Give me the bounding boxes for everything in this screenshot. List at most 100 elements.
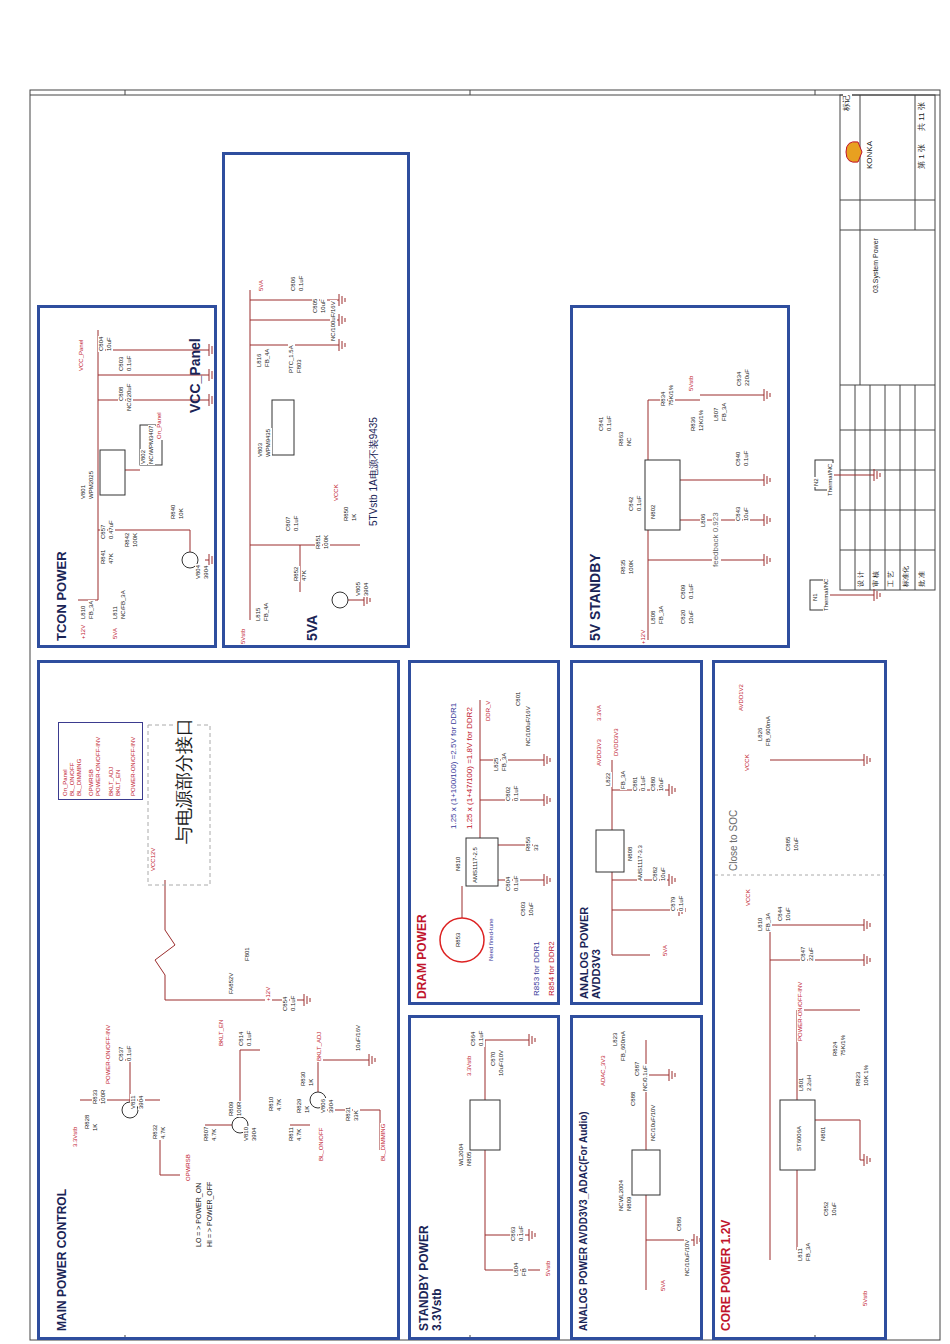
- part-label: +12V: [80, 624, 87, 640]
- part-label: 10uF: [743, 506, 750, 522]
- part-label: N808: [627, 846, 634, 862]
- part-label: 0.1uF: [290, 995, 297, 1012]
- part-label: C881: [632, 776, 639, 792]
- part-label: C806: [290, 276, 297, 292]
- part-label: 3904: [251, 1127, 258, 1142]
- part-label: R842: [124, 532, 131, 548]
- part-label: FB_600mA: [620, 1030, 627, 1062]
- part-label: V811: [130, 1094, 137, 1110]
- part-label: DDR_V: [485, 700, 492, 722]
- part-label: 与电源部分接口: [175, 717, 195, 845]
- part-label: C803: [520, 901, 527, 917]
- tune-callout-circle: [440, 918, 484, 962]
- part-label: 10uF: [785, 906, 792, 922]
- part-label: L806: [700, 513, 707, 528]
- part-label: V801: [80, 484, 87, 500]
- part-label: R823: [855, 1071, 862, 1087]
- part-label: Thermal/NC: [823, 578, 830, 612]
- part-label: C814: [238, 1031, 245, 1047]
- part-label: C842: [628, 496, 635, 512]
- part-label: C807: [285, 516, 292, 532]
- part-label: FA852V: [228, 972, 235, 995]
- part-label: V806: [320, 1098, 327, 1114]
- part-label: FB_3A: [620, 770, 627, 790]
- part-label: AVDD1V2: [738, 683, 745, 712]
- ground-symbols: [205, 294, 880, 1246]
- part-label: 5VA: [258, 279, 265, 292]
- part-label: L826: [757, 727, 764, 742]
- part-label: VCCK: [744, 753, 751, 772]
- part-label: 75K/1%: [840, 1034, 847, 1057]
- part-label: L816: [256, 353, 263, 368]
- part-label: DVDD3V3: [613, 727, 620, 757]
- circuit-block: ANALOG POWER AVDD3V3: [570, 660, 703, 1005]
- part-label: 4.7K: [211, 1128, 218, 1142]
- part-label: FB_3A: [501, 752, 508, 772]
- block-title: TCON POWER: [55, 550, 69, 642]
- part-label: FB: [521, 1267, 528, 1277]
- part-label: 33: [533, 843, 540, 852]
- part-label: 批 准: [918, 570, 926, 588]
- part-label: 47K: [301, 569, 308, 582]
- part-label: 标准化: [902, 565, 910, 588]
- part-label: N810: [455, 856, 462, 872]
- part-label: 0.1uF: [636, 495, 643, 512]
- part-label: 5VA: [662, 944, 669, 957]
- part-label: OPWRSB: [185, 1153, 192, 1182]
- part-label: R809: [228, 1101, 235, 1117]
- part-label: 10uF: [528, 901, 535, 917]
- part-label: 3.3Vstb: [72, 1126, 79, 1148]
- part-label: 5VA: [660, 1279, 667, 1292]
- part-label: V805: [355, 581, 362, 597]
- signal-name: BKLT_EN: [115, 768, 122, 796]
- part-label: 0.1uF: [513, 875, 520, 892]
- part-label: R834: [660, 391, 667, 407]
- circuit-block: 5VA5TVstb 1A电源不装9435: [222, 152, 410, 648]
- part-label: V810: [243, 1126, 250, 1142]
- part-label: L804: [513, 1262, 520, 1277]
- part-label: C841: [598, 416, 605, 432]
- part-label: C834: [736, 371, 743, 387]
- part-label: 0.1uF: [688, 583, 695, 600]
- part-label: C808: [118, 386, 125, 402]
- part-label: C843: [735, 506, 742, 522]
- part-label: 审 核: [872, 570, 880, 588]
- part-label: L811: [797, 1247, 804, 1262]
- part-label: C863: [510, 1226, 517, 1242]
- signal-name: BKLT_ADJ: [108, 765, 115, 796]
- part-label: C880: [650, 776, 657, 792]
- signal-name: VCC_Panel: [188, 337, 203, 414]
- part-label: L808: [650, 610, 657, 625]
- signal-name: BL_DIMMING: [76, 757, 83, 796]
- part-label: N805: [466, 1151, 473, 1167]
- part-label: V802: [140, 449, 147, 465]
- part-label: 1K: [304, 1105, 311, 1114]
- part-label: C809: [680, 584, 687, 600]
- part-label: 共 11 张: [918, 101, 927, 132]
- part-label: C805: [312, 298, 319, 314]
- part-label: 0.1uF: [640, 775, 647, 792]
- part-label: R856: [525, 836, 532, 852]
- part-label: L823: [612, 1032, 619, 1047]
- part-label: 100K: [628, 559, 635, 575]
- part-label: NC/FB_3A: [120, 589, 127, 620]
- part-label: N809: [626, 1196, 633, 1212]
- block-title: CORE POWER 1.2V: [720, 1219, 733, 1332]
- block-title: MAIN POWER CONTROL: [56, 1188, 69, 1332]
- part-label: 工 艺: [887, 570, 895, 588]
- part-label: R850: [343, 506, 350, 522]
- part-label: C864: [470, 1031, 477, 1047]
- part-label: 47K: [108, 552, 115, 565]
- part-label: WPM2025: [88, 470, 95, 500]
- part-label: AMS1117-2.5: [472, 846, 479, 884]
- part-label: feedback 0.923: [712, 511, 721, 568]
- part-label: FB_3A: [658, 605, 665, 625]
- part-label: FB_600mA: [765, 715, 772, 747]
- part-label: Close to SOC: [728, 809, 739, 872]
- signal-name: On_Panel: [62, 768, 69, 797]
- part-label: L810: [80, 605, 87, 620]
- part-label: NC/100uF/16V: [330, 300, 337, 342]
- part-label: VCCK: [745, 888, 752, 907]
- part-label: 3904: [138, 1095, 145, 1110]
- circuit-block: MAIN POWER CONTROLOn_PanelBL_ON/OFFBL_DI…: [37, 660, 400, 1340]
